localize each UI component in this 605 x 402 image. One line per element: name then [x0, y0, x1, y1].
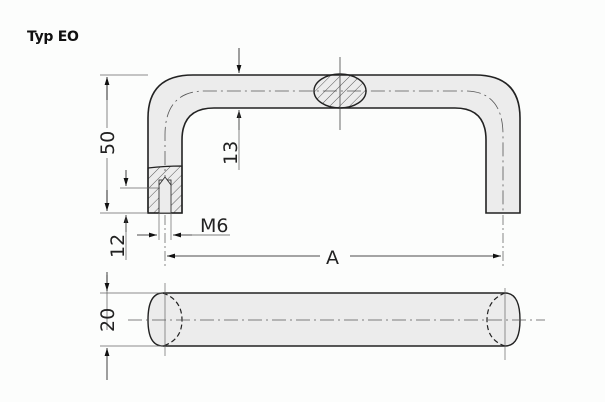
dim-height-50: 50	[96, 74, 148, 214]
dim-offset-13: 13	[220, 48, 242, 170]
dim-label-a: A	[326, 247, 339, 269]
dim-thread-m6: M6	[137, 213, 230, 240]
dim-depth-12: 12	[106, 170, 160, 330]
handle-top-view	[128, 283, 545, 360]
dim-label-20: 20	[97, 308, 119, 332]
drawing-title: Typ EO	[27, 29, 79, 45]
dim-label-50: 50	[97, 131, 119, 155]
dim-label-12: 12	[107, 234, 129, 258]
dim-diameter-20: 20	[97, 272, 163, 380]
dim-label-m6: M6	[200, 215, 228, 237]
dim-center-a: A	[164, 215, 504, 269]
u-handle-side-view	[147, 57, 521, 214]
dim-label-13: 13	[220, 141, 242, 165]
